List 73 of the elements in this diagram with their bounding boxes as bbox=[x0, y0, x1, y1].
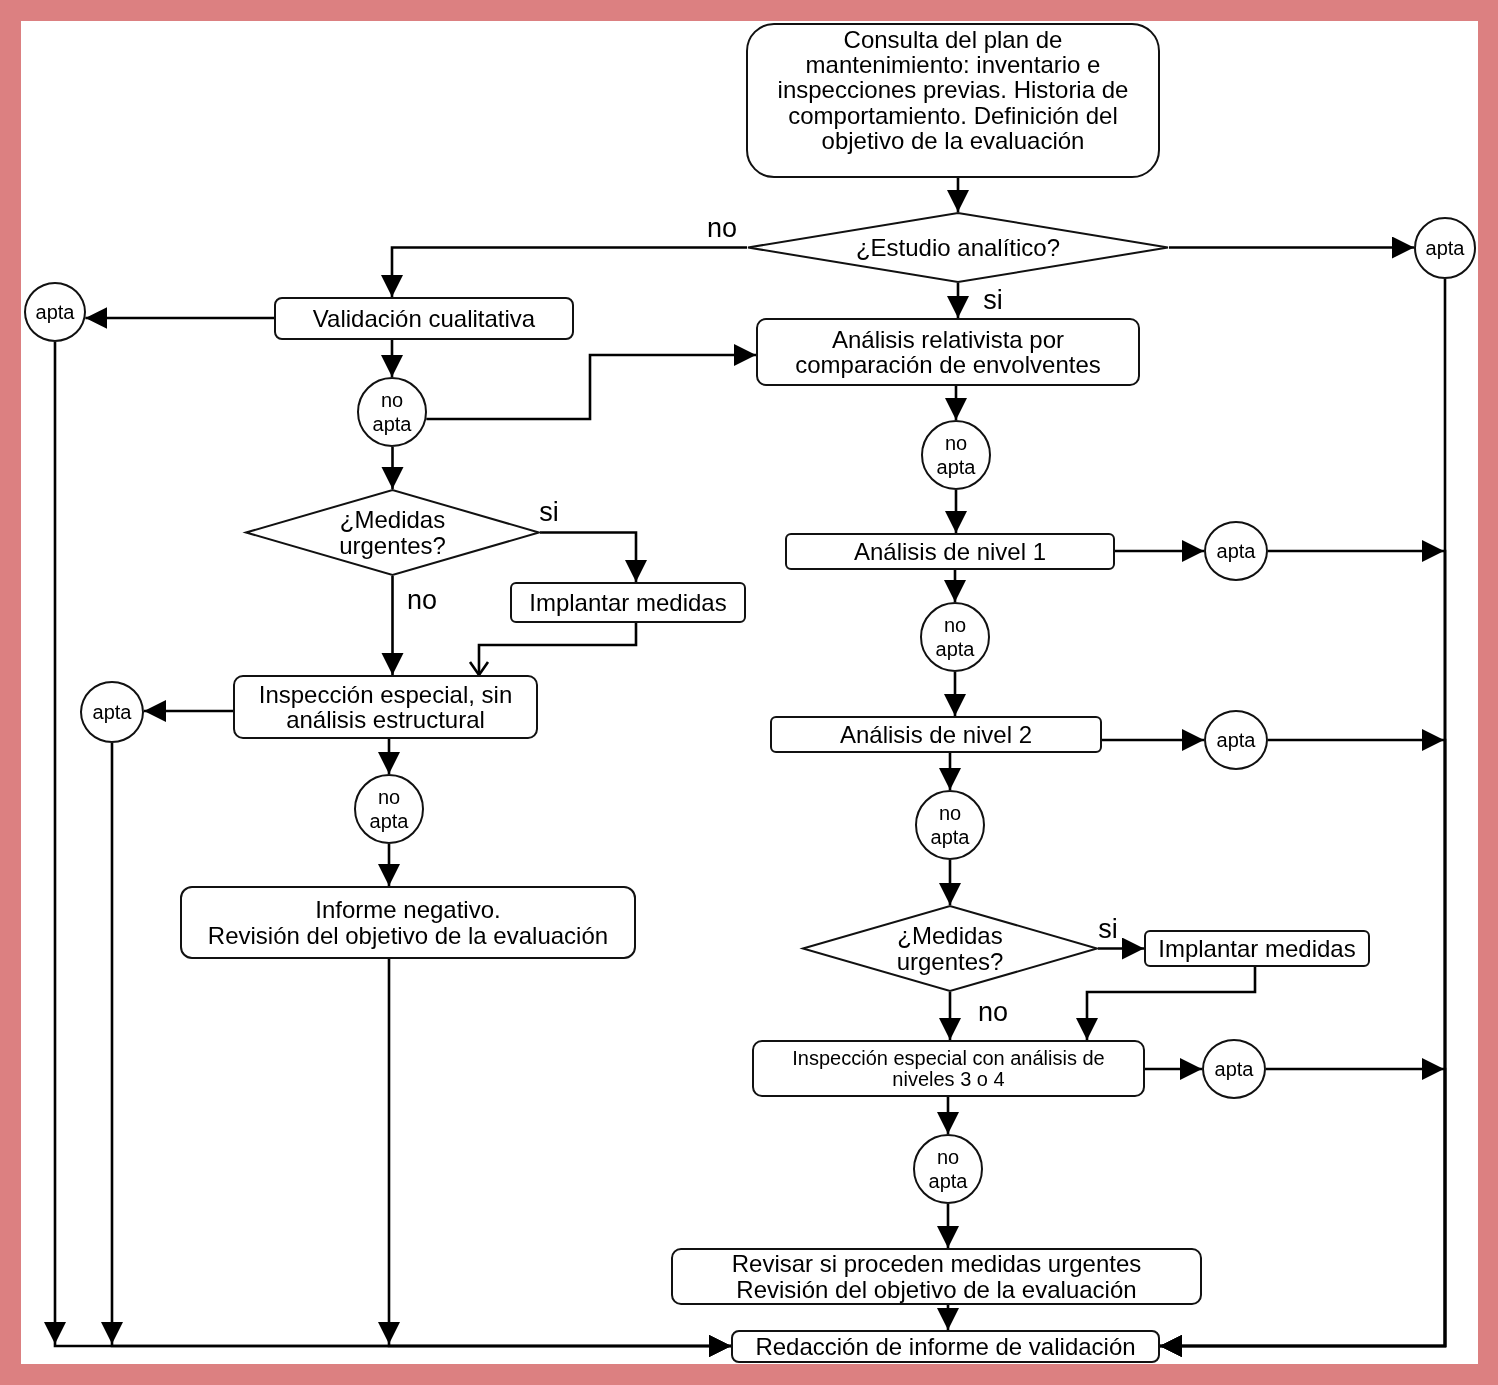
outcome-text: apta bbox=[1216, 728, 1256, 752]
process-box bbox=[510, 582, 746, 623]
step-text: Implantar medidas bbox=[529, 589, 727, 616]
process-box bbox=[1144, 930, 1370, 967]
arrow bbox=[85, 307, 274, 329]
arrow bbox=[381, 340, 403, 377]
arrow bbox=[945, 386, 967, 420]
outcome-text: no apta bbox=[935, 431, 977, 479]
arrow bbox=[144, 700, 233, 722]
process-box bbox=[274, 297, 574, 340]
arrow bbox=[939, 753, 961, 790]
question-text: ¿Medidas urgentes? bbox=[338, 507, 447, 558]
step-text: Análisis de nivel 2 bbox=[839, 721, 1033, 748]
arrow bbox=[426, 344, 756, 421]
decision-diamond bbox=[747, 212, 1169, 283]
arrow bbox=[937, 1204, 959, 1248]
arrow bbox=[381, 246, 747, 297]
outcome-text: apta bbox=[1214, 1057, 1254, 1081]
step-text: Análisis de nivel 1 bbox=[853, 538, 1047, 565]
step-text: Revisión del objetivo de la evaluación bbox=[736, 1276, 1137, 1302]
arrow bbox=[381, 576, 404, 675]
arrow bbox=[381, 447, 404, 489]
question-text: ¿Estudio analítico? bbox=[855, 234, 1061, 261]
outcome-text: apta bbox=[35, 300, 75, 324]
outcome-text: no apta bbox=[934, 613, 976, 661]
step-text: Implantar medidas bbox=[1158, 935, 1356, 962]
arrow bbox=[468, 623, 638, 677]
arrow bbox=[1076, 967, 1257, 1040]
outcome-text: no apta bbox=[927, 1145, 969, 1193]
step-text: Consulta del plan de mantenimiento: inventario e inspecciones previas. Historia de comportamiento. Definición del objetivo de la evaluación bbox=[776, 27, 1130, 153]
arrow bbox=[939, 860, 961, 905]
arrow bbox=[1098, 937, 1144, 960]
arrow bbox=[944, 672, 966, 716]
outcome-text: apta bbox=[1425, 236, 1465, 260]
process-box bbox=[671, 1248, 1202, 1305]
step-text: Validación cualitativa bbox=[312, 305, 536, 332]
arrow bbox=[945, 490, 967, 533]
arrow bbox=[1115, 540, 1204, 562]
process-box bbox=[180, 886, 636, 959]
step-text: Inspección especial con análisis de niveles 3 o 4 bbox=[791, 1047, 1106, 1090]
process-box bbox=[731, 1330, 1160, 1363]
arrow bbox=[937, 1305, 959, 1330]
process-box bbox=[746, 23, 1160, 178]
decision-diamond bbox=[802, 905, 1098, 992]
arrow bbox=[947, 178, 969, 212]
outcome-text: no apta bbox=[368, 785, 410, 833]
outcome-text: no apta bbox=[371, 388, 413, 436]
outcome-text: apta bbox=[1216, 539, 1256, 563]
step-text: Análisis relativista por comparación de envolventes bbox=[794, 326, 1102, 378]
arrow bbox=[947, 283, 969, 318]
arrow bbox=[540, 531, 647, 582]
step-text: Informe negativo. bbox=[315, 897, 501, 923]
arrow bbox=[1169, 236, 1414, 259]
process-box bbox=[770, 716, 1102, 753]
arrow bbox=[944, 570, 966, 602]
arrow bbox=[937, 1097, 959, 1134]
step-text: Redacción de informe de validación bbox=[755, 1333, 1136, 1360]
arrow bbox=[378, 844, 400, 886]
step-text: Revisión del objetivo de la evaluación bbox=[207, 922, 609, 948]
outcome-text: no apta bbox=[929, 801, 971, 849]
process-box bbox=[756, 318, 1140, 386]
arrow bbox=[378, 739, 400, 774]
outcome-text: apta bbox=[92, 700, 132, 724]
step-text: Revisar si proceden medidas urgentes bbox=[731, 1251, 1142, 1277]
arrow bbox=[939, 992, 961, 1040]
question-text: ¿Medidas urgentes? bbox=[895, 923, 1005, 974]
arrow bbox=[1102, 729, 1204, 751]
arrow bbox=[1145, 1058, 1202, 1080]
decision-diamond bbox=[245, 489, 540, 576]
step-text: Inspección especial, sin análisis estructural bbox=[257, 681, 514, 733]
process-box bbox=[785, 533, 1115, 570]
process-box bbox=[233, 675, 538, 739]
process-box bbox=[752, 1040, 1145, 1097]
